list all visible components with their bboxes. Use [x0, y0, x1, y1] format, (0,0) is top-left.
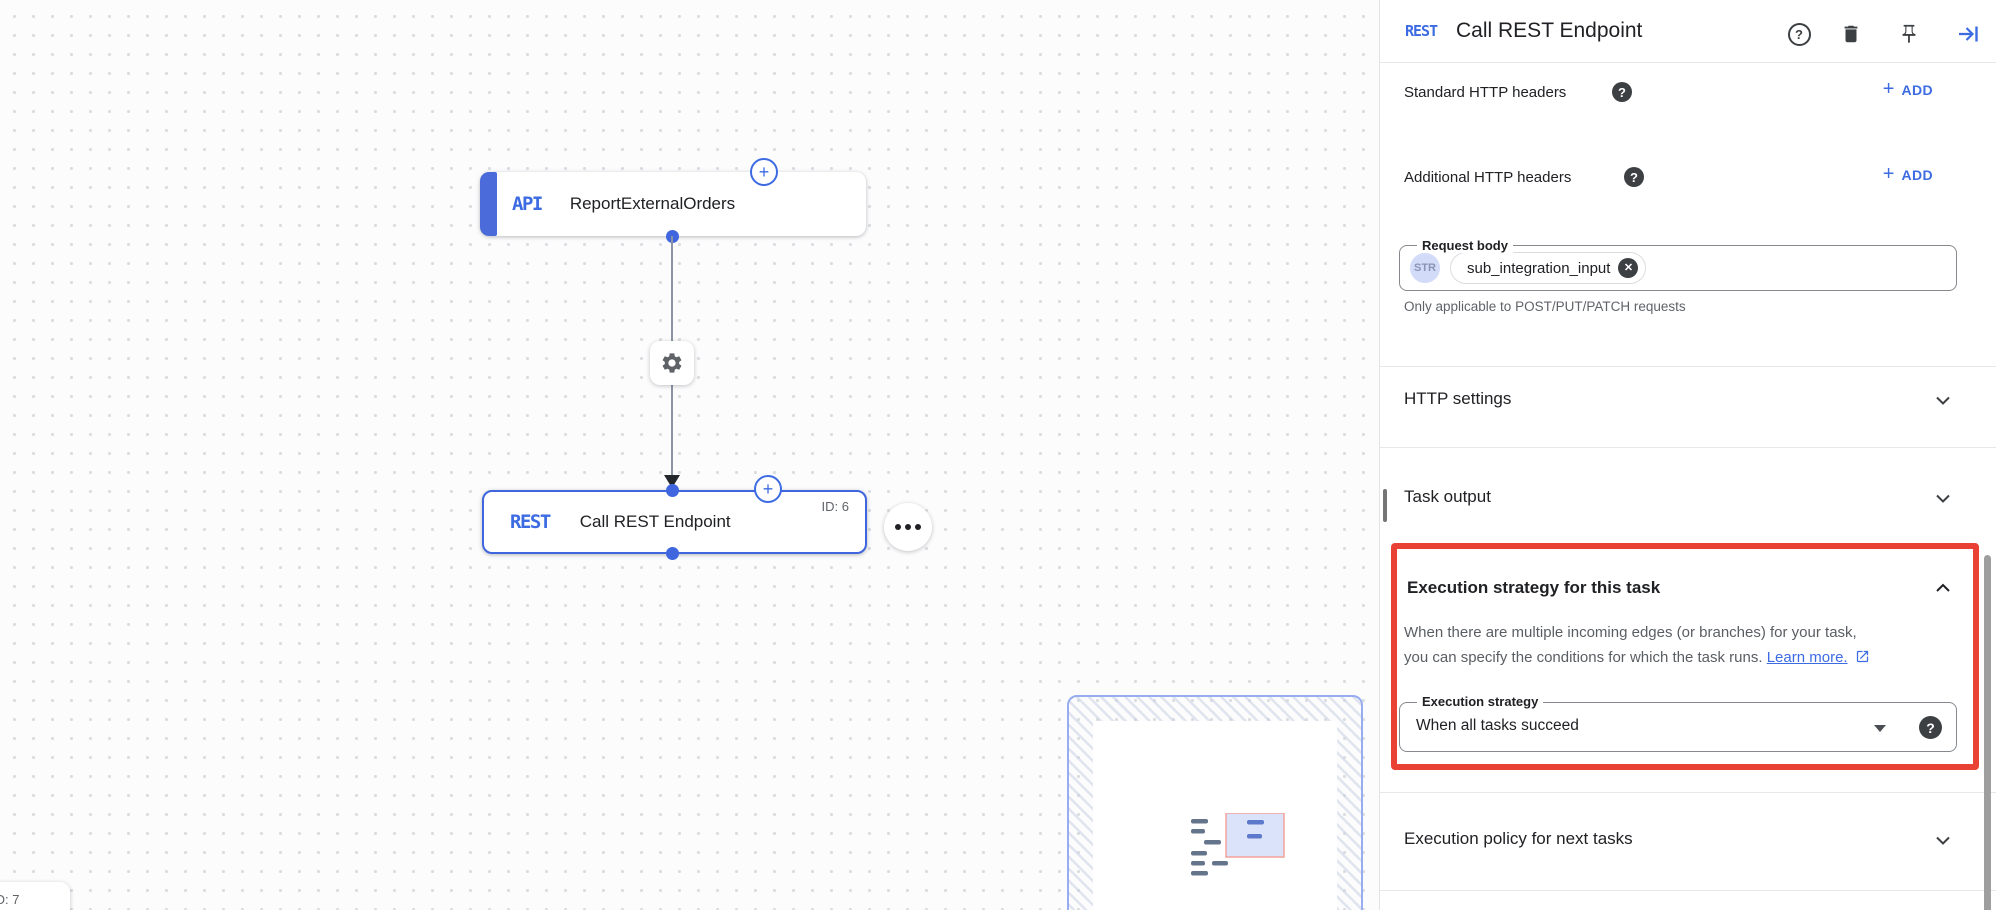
task-input-port[interactable]: [666, 484, 679, 497]
rest-task-badge: REST: [510, 511, 551, 533]
minimap-body: [1093, 721, 1337, 910]
learn-more-link[interactable]: Learn more.: [1766, 649, 1848, 666]
request-body-label: Request body: [1417, 238, 1513, 253]
task-output-expand-button[interactable]: [1930, 485, 1956, 511]
gear-icon: [662, 353, 682, 373]
help-filled-icon: ?: [1919, 716, 1942, 739]
task-node-call-rest-endpoint[interactable]: REST Call REST Endpoint ID: 6: [482, 490, 867, 554]
divider: [1380, 366, 1996, 367]
help-icon: ?: [1787, 22, 1811, 46]
execution-strategy-dropdown[interactable]: When all tasks succeed ?: [1399, 702, 1957, 752]
trigger-node-label: ReportExternalOrders: [569, 194, 736, 213]
canvas-minimap[interactable]: [1067, 695, 1363, 910]
panel-header: REST Call REST Endpoint ?: [1380, 0, 1996, 63]
dropdown-caret-icon[interactable]: [1874, 725, 1886, 732]
remove-variable-icon[interactable]: ✕: [1618, 258, 1639, 278]
execution-strategy-collapse-button[interactable]: [1930, 575, 1956, 601]
panel-scroll-indicator: [1383, 489, 1387, 522]
external-link-icon[interactable]: [1855, 649, 1870, 664]
edge-settings-button[interactable]: [650, 341, 694, 385]
plus-icon: +: [758, 162, 770, 182]
collapse-panel-button[interactable]: [1955, 21, 1981, 47]
additional-http-headers-label: Additional HTTP headers: [1404, 169, 1572, 186]
execution-strategy-help-button[interactable]: ?: [1919, 716, 1942, 739]
minimap-content-icon: [1191, 813, 1285, 876]
chevron-down-icon: [1936, 836, 1950, 845]
add-additional-header-button[interactable]: + ADD: [1882, 163, 1933, 185]
add-task-above-icon[interactable]: +: [750, 158, 778, 186]
plus-icon: +: [1882, 78, 1895, 100]
task-output-port[interactable]: [666, 547, 679, 560]
http-settings-expand-button[interactable]: [1930, 387, 1956, 413]
divider: [1380, 447, 1996, 448]
trigger-node-report-external-orders[interactable]: API ReportExternalOrders: [480, 172, 866, 236]
task-more-menu-button[interactable]: [884, 503, 932, 551]
string-type-chip: STR: [1410, 253, 1440, 283]
execution-strategy-field-label: Execution strategy: [1417, 694, 1544, 709]
chevron-down-icon: [1936, 396, 1950, 405]
execution-strategy-selected-value: When all tasks succeed: [1416, 717, 1579, 734]
standard-headers-help-button[interactable]: ?: [1609, 79, 1635, 105]
section-execution-strategy-title: Execution strategy for this task: [1407, 578, 1661, 597]
add-task-below-icon[interactable]: +: [754, 475, 782, 503]
section-http-settings: HTTP settings: [1404, 389, 1512, 408]
api-trigger-badge: API: [512, 193, 543, 215]
task-id-label: ID: 6: [821, 499, 849, 514]
chevron-down-icon: [1936, 494, 1950, 503]
request-body-variable-chip[interactable]: sub_integration_input ✕: [1450, 252, 1647, 284]
add-standard-header-button[interactable]: + ADD: [1882, 78, 1933, 100]
divider: [1380, 890, 1996, 891]
help-button[interactable]: ?: [1786, 21, 1812, 47]
task-node-label: Call REST Endpoint: [579, 512, 731, 531]
collapse-panel-icon: [1959, 26, 1978, 42]
request-body-helper-text: Only applicable to POST/PUT/PATCH reques…: [1404, 299, 1686, 314]
offscreen-node-partial[interactable]: ID: 7: [0, 882, 70, 910]
execution-strategy-description-line1: When there are multiple incoming edges (…: [1404, 624, 1857, 641]
help-filled-icon: ?: [1612, 82, 1632, 102]
pin-icon: [1902, 24, 1916, 44]
trash-icon: [1844, 25, 1858, 43]
pin-panel-button[interactable]: [1896, 21, 1922, 47]
panel-scrollbar-thumb[interactable]: [1984, 555, 1991, 910]
trigger-accent-bar: [480, 172, 497, 236]
panel-title: Call REST Endpoint: [1456, 19, 1643, 42]
additional-headers-help-button[interactable]: ?: [1621, 164, 1647, 190]
help-filled-icon: ?: [1624, 167, 1644, 187]
delete-task-button[interactable]: [1838, 21, 1864, 47]
section-execution-policy: Execution policy for next tasks: [1404, 829, 1633, 848]
execution-strategy-description-line2: you can specify the conditions for which…: [1404, 645, 1976, 670]
offscreen-node-id-label: ID: 7: [0, 892, 20, 907]
section-task-output: Task output: [1404, 487, 1491, 506]
divider: [1380, 792, 1996, 793]
execution-policy-expand-button[interactable]: [1930, 827, 1956, 853]
standard-http-headers-label: Standard HTTP headers: [1404, 84, 1567, 101]
flow-canvas[interactable]: API ReportExternalOrders + REST Call RES…: [0, 0, 1379, 910]
rest-panel-badge: REST: [1405, 22, 1438, 40]
chevron-up-icon: [1936, 583, 1950, 592]
task-config-panel: REST Call REST Endpoint ?: [1379, 0, 1996, 910]
plus-icon: +: [1882, 163, 1895, 185]
plus-icon: +: [762, 479, 774, 499]
more-dots-icon: [895, 524, 901, 530]
